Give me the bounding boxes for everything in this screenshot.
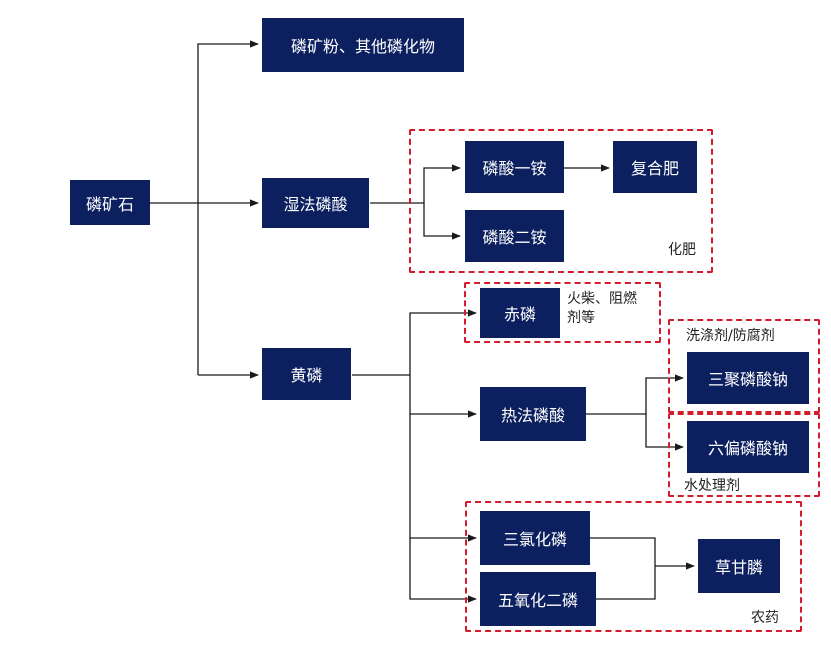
- node-phosphate-rock: 磷矿石: [70, 180, 150, 225]
- edge-rock-to-powder-and-yellow: [197, 40, 259, 375]
- node-thermal-acid: 热法磷酸: [480, 387, 586, 441]
- node-stpp: 三聚磷酸钠: [687, 352, 809, 404]
- node-pcl3: 三氯化磷: [480, 511, 590, 565]
- edge-yellow-to-red: [352, 309, 477, 376]
- node-p2o5: 五氧化二磷: [480, 572, 596, 626]
- node-wet-acid: 湿法磷酸: [262, 178, 369, 228]
- label-detergent: 洗涤剂/防腐剂: [686, 328, 775, 344]
- edge-yellow-to-p2o5: [409, 538, 477, 603]
- label-match-line1: 火柴、阻燃: [567, 291, 637, 307]
- group-water-treatment: [668, 413, 820, 497]
- label-water-treatment: 水处理剂: [684, 478, 740, 494]
- node-dap: 磷酸二铵: [465, 210, 564, 262]
- group-fertilizer: [409, 129, 713, 273]
- node-red-phosphorus: 赤磷: [480, 288, 560, 338]
- group-detergent: [668, 319, 820, 413]
- group-pesticide: [465, 501, 802, 632]
- label-match-line2: 剂等: [567, 310, 595, 326]
- edge-pcl3-merge: [590, 537, 656, 600]
- edge-wet-acid-to-dap: [423, 203, 461, 240]
- node-map: 磷酸一铵: [465, 141, 564, 193]
- node-rock-powder: 磷矿粉、其他磷化物: [262, 18, 464, 72]
- label-pesticide: 农药: [751, 610, 779, 626]
- node-compound-fert: 复合肥: [613, 141, 697, 193]
- node-shmp: 六偏磷酸钠: [687, 421, 809, 473]
- label-fertilizer: 化肥: [668, 242, 696, 258]
- node-glyphosate: 草甘膦: [698, 539, 780, 593]
- edge-thermal-to-shmp: [645, 414, 684, 451]
- group-match: [464, 282, 661, 343]
- edge-wet-acid-trunk: [370, 164, 461, 204]
- edge-thermal-to-stpp: [586, 374, 684, 415]
- node-yellow-phosphorus: 黄磷: [262, 348, 351, 400]
- edge-yellow-to-thermal: [409, 375, 477, 418]
